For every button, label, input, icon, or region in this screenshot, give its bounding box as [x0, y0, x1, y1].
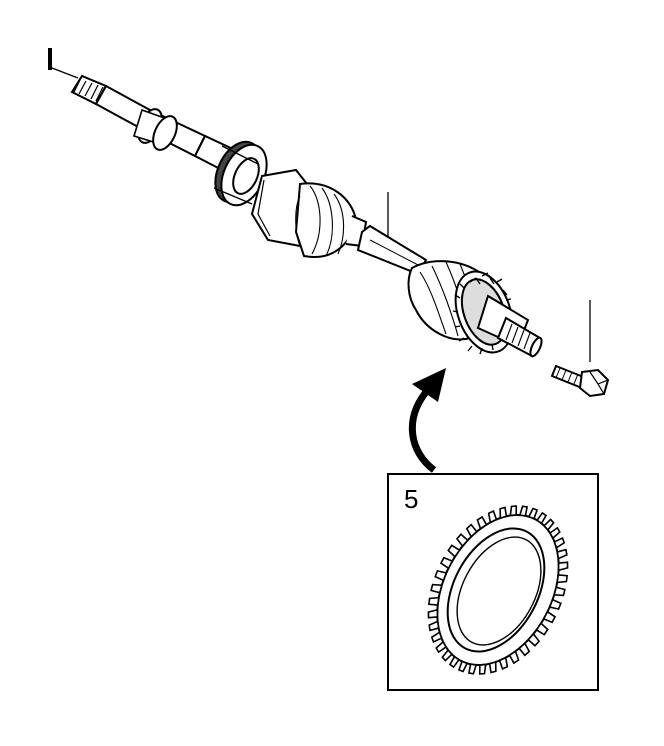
ring-tooth	[487, 510, 498, 524]
callout-arrow	[408, 368, 446, 473]
ring-tooth	[441, 648, 453, 662]
ring-tooth	[557, 561, 569, 572]
ring-tooth	[439, 556, 454, 570]
ring-tooth	[478, 663, 487, 675]
ring-tooth	[556, 548, 568, 560]
ring-tooth	[556, 574, 569, 584]
ring-tooth	[428, 620, 440, 632]
ring-tooth	[457, 660, 469, 673]
ring-tooth	[476, 515, 488, 530]
ring-tooth	[508, 650, 520, 665]
ring-tooth	[448, 655, 461, 669]
shaft-collar	[133, 108, 178, 151]
callout-number: 5	[404, 484, 418, 514]
ring-tooth	[548, 598, 562, 611]
ring-tooth	[447, 544, 461, 558]
ring-tooth	[430, 583, 443, 594]
drive-shaft-assembly	[70, 74, 610, 398]
hub-bolt	[550, 364, 610, 398]
ring-tooth	[427, 608, 439, 619]
ring-tooth	[518, 505, 529, 517]
ring-tooth	[543, 518, 555, 532]
ring-tooth	[542, 610, 557, 624]
ring-tooth	[549, 526, 561, 540]
ring-tooth	[553, 536, 566, 550]
inset-detail: 5	[387, 473, 599, 691]
ring-tooth	[455, 533, 469, 548]
abs-reluctor-ring	[427, 505, 569, 675]
ring-tooth	[499, 506, 508, 520]
arrowhead	[412, 368, 446, 402]
ring-tooth	[553, 586, 566, 597]
inner-spline-end	[70, 74, 152, 130]
ring-tooth	[535, 622, 549, 636]
ring-tooth	[435, 640, 447, 654]
ring-tooth	[518, 642, 531, 657]
inner-cv-boot	[294, 182, 368, 258]
leader-lines	[48, 48, 591, 362]
ring-tooth	[434, 569, 448, 582]
ring-tooth	[509, 505, 518, 517]
outer-spline-stub	[496, 316, 543, 358]
ring-tooth	[488, 660, 497, 674]
ring-tooth	[427, 596, 440, 606]
ring-tooth	[535, 511, 548, 525]
ring-tooth	[465, 523, 478, 538]
ring-tooth	[498, 656, 509, 670]
ring-tooth	[467, 663, 478, 675]
support-bearing	[213, 140, 268, 207]
ring-tooth	[527, 632, 541, 647]
ring-tooth	[527, 507, 539, 520]
ring-tooth	[430, 630, 443, 644]
